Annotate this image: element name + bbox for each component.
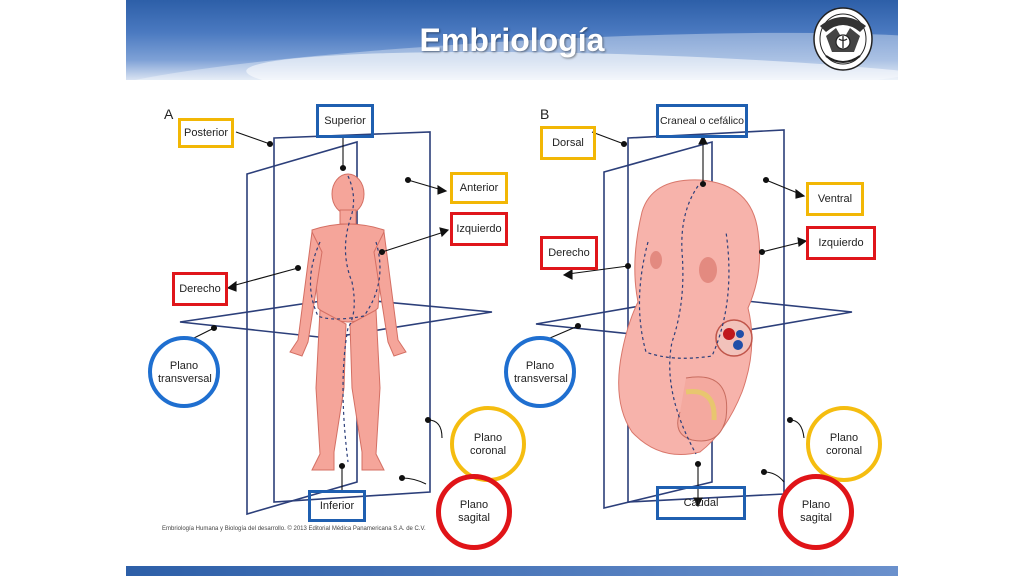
- label-posterior: Posterior: [178, 118, 234, 148]
- label-derecho: Derecho: [172, 272, 228, 306]
- transverse-plane: [179, 297, 493, 339]
- title-banner: [126, 0, 898, 80]
- panel-b-letter: B: [540, 106, 550, 122]
- leader-lines-a: [193, 131, 450, 492]
- human-figure: [289, 173, 407, 471]
- label-plano-coronal: Plano coronal: [450, 406, 526, 482]
- label-craneal: Craneal o cefálico: [656, 104, 748, 138]
- midline-dashed: [342, 175, 355, 463]
- coronal-plane: [246, 140, 358, 516]
- label-dorsal: Dorsal: [540, 126, 596, 160]
- label-inferior: Inferior: [308, 490, 366, 522]
- leader-lines-b: [549, 131, 808, 508]
- coronal-plane: [603, 140, 713, 510]
- midline-dashed: [669, 185, 699, 455]
- coronal-dashed: [638, 231, 730, 359]
- label-izquierdo: Izquierdo: [450, 212, 508, 246]
- footer-bar: [126, 566, 898, 576]
- coronal-dashed: [309, 241, 381, 320]
- sagittal-plane: [273, 131, 431, 503]
- label-plano-transversal: Plano transversal: [148, 336, 220, 408]
- anatomical-planes-figure: [179, 129, 853, 516]
- university-seal-icon: [813, 7, 873, 71]
- label-ventral: Ventral: [806, 182, 864, 216]
- label-plano-transversal: Plano transversal: [504, 336, 576, 408]
- label-caudal: Caudal: [656, 486, 746, 520]
- panel-a-letter: A: [164, 106, 174, 122]
- embryo-figure: [618, 179, 761, 455]
- figure-credit: Embriología Humana y Biología del desarr…: [162, 526, 426, 532]
- label-anterior: Anterior: [450, 172, 508, 204]
- page-title: Embriología: [419, 22, 605, 58]
- panel-a: [179, 131, 493, 516]
- panel-b: [535, 129, 853, 510]
- label-superior: Superior: [316, 104, 374, 138]
- label-plano-sagital: Plano sagital: [778, 474, 854, 550]
- label-izquierdo: Izquierdo: [806, 226, 876, 260]
- label-derecho: Derecho: [540, 236, 598, 270]
- label-plano-coronal: Plano coronal: [806, 406, 882, 482]
- label-plano-sagital: Plano sagital: [436, 474, 512, 550]
